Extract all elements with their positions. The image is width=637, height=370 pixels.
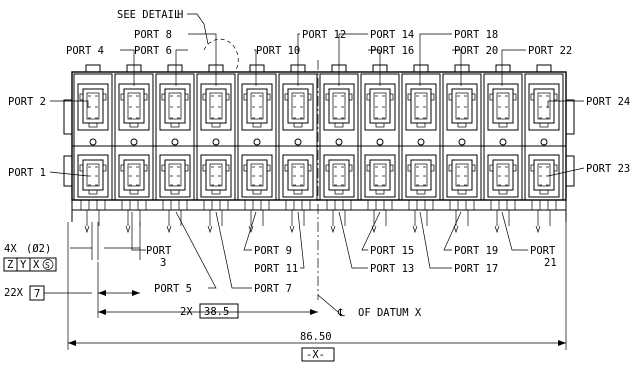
bottom-port-leader (419, 211, 452, 269)
top-port-leader (419, 33, 452, 86)
top-port-label: PORT 12 (302, 29, 346, 41)
bottom-port-label-number: 21 (544, 257, 557, 269)
pitch-qty: 22X (4, 287, 24, 299)
bottom-port-label-number: 3 (160, 257, 166, 269)
overall-value: 86.50 (300, 331, 332, 343)
detail-letter: H (177, 9, 183, 21)
bottom-port-label: PORT 19 (443, 211, 498, 257)
datum-note: OF DATUM X (358, 307, 422, 319)
detail-circle (203, 38, 239, 71)
datum-x-label: -X- (306, 349, 325, 361)
top-port-label: PORT 4 (66, 45, 104, 57)
see-detail-label: SEE DETAIL (117, 9, 180, 21)
top-port-leader (297, 33, 300, 86)
datum-z: Z (7, 259, 13, 271)
spacing-box (199, 303, 239, 319)
bottom-port-label: PORT 7 (215, 211, 292, 295)
bottom-port-label: PORT 11 (254, 211, 305, 275)
port-cell (442, 64, 482, 234)
top-port-leader (175, 49, 188, 86)
top-port-label: PORT 8 (134, 29, 172, 41)
datum-x: X (33, 259, 40, 271)
port-cell (360, 64, 400, 234)
top-port-label: PORT 10 (256, 45, 300, 57)
top-port-label: PORT 16 (370, 45, 414, 57)
bottom-port-leader (338, 211, 368, 269)
bottom-port-label: PORT 15 (361, 211, 414, 257)
top-port-leader (452, 49, 462, 86)
bottom-port-leader (297, 211, 305, 269)
detail-leader (187, 13, 209, 45)
bottom-port-label: PORT 9 (243, 211, 292, 257)
bottom-port-label-text: PORT 15 (370, 245, 414, 257)
port-cell (524, 64, 564, 234)
top-port-leader (501, 49, 526, 86)
top-port-label: PORT 20 (454, 45, 498, 57)
rfs-letter: S (45, 261, 50, 270)
top-port-leader (254, 49, 257, 86)
bottom-port-leader (547, 167, 585, 177)
top-port-leader (120, 49, 135, 86)
centerline-symbol: ℄ (337, 307, 345, 319)
bottom-port-label-text: PORT 13 (370, 263, 414, 275)
datum-y: Y (20, 259, 27, 271)
top-port-leader (338, 33, 368, 86)
top-port-label: PORT 2 (8, 96, 46, 108)
top-port-label: PORT 18 (454, 29, 498, 41)
bottom-port-leader (49, 171, 89, 177)
hole-qty: 4X (4, 243, 17, 255)
port-cell (155, 64, 195, 234)
port-cell (73, 64, 113, 234)
bottom-port-label: PORT 23 (547, 163, 630, 177)
bottom-port-label-text: PORT 1 (8, 167, 46, 179)
bottom-port-label: PORT 13 (338, 211, 414, 275)
bottom-port-label-word: PORT (146, 245, 172, 257)
bottom-port-label-text: PORT 5 (154, 283, 192, 295)
bottom-port-label: PORT 17 (419, 211, 498, 275)
port-cell (319, 64, 359, 234)
bottom-port-leader (175, 211, 217, 289)
port-cell (114, 64, 154, 234)
bottom-port-label-text: PORT 9 (254, 245, 292, 257)
bottom-port-leader (501, 211, 528, 251)
hole-dia: (Ø2) (26, 243, 51, 255)
bottom-port-leader (443, 211, 462, 251)
port-cell (237, 64, 277, 234)
spacing-qty: 2X (180, 306, 193, 318)
top-port-label: PORT 24 (586, 96, 630, 108)
top-port-leader (547, 100, 584, 108)
feature-control-frame: Z Y X S (3, 257, 57, 272)
top-port-label: PORT 6 (134, 45, 172, 57)
bottom-port-leader (131, 212, 146, 251)
top-port-leader (368, 49, 381, 86)
bottom-port-label: PORT 5 (154, 211, 217, 295)
bottom-port-leader (215, 211, 252, 289)
spacing-value: 38.5 (204, 306, 229, 318)
bottom-port-label-text: PORT 17 (454, 263, 498, 275)
top-port-label: PORT 14 (370, 29, 414, 41)
bottom-port-leader (243, 211, 257, 251)
bottom-port-label-text: PORT 7 (254, 283, 292, 295)
bottom-port-label-text: PORT 19 (454, 245, 498, 257)
bottom-port-leader (361, 211, 381, 251)
bottom-port-label-text: PORT 11 (254, 263, 298, 275)
datum-x-box (301, 347, 335, 362)
bottom-port-label: PORT 1 (8, 167, 89, 179)
top-port-leader (50, 100, 89, 108)
port-cell (483, 64, 523, 234)
port-cell (401, 64, 441, 234)
rfs-symbol (42, 259, 54, 270)
port-cell (196, 64, 236, 234)
bottom-port-label-text: PORT 23 (586, 163, 630, 175)
port-cell (278, 64, 318, 234)
top-port-label: PORT 22 (528, 45, 572, 57)
bottom-port-label-word: PORT (530, 245, 556, 257)
top-port-leader (188, 33, 217, 86)
pitch-value: 7 (34, 288, 40, 300)
